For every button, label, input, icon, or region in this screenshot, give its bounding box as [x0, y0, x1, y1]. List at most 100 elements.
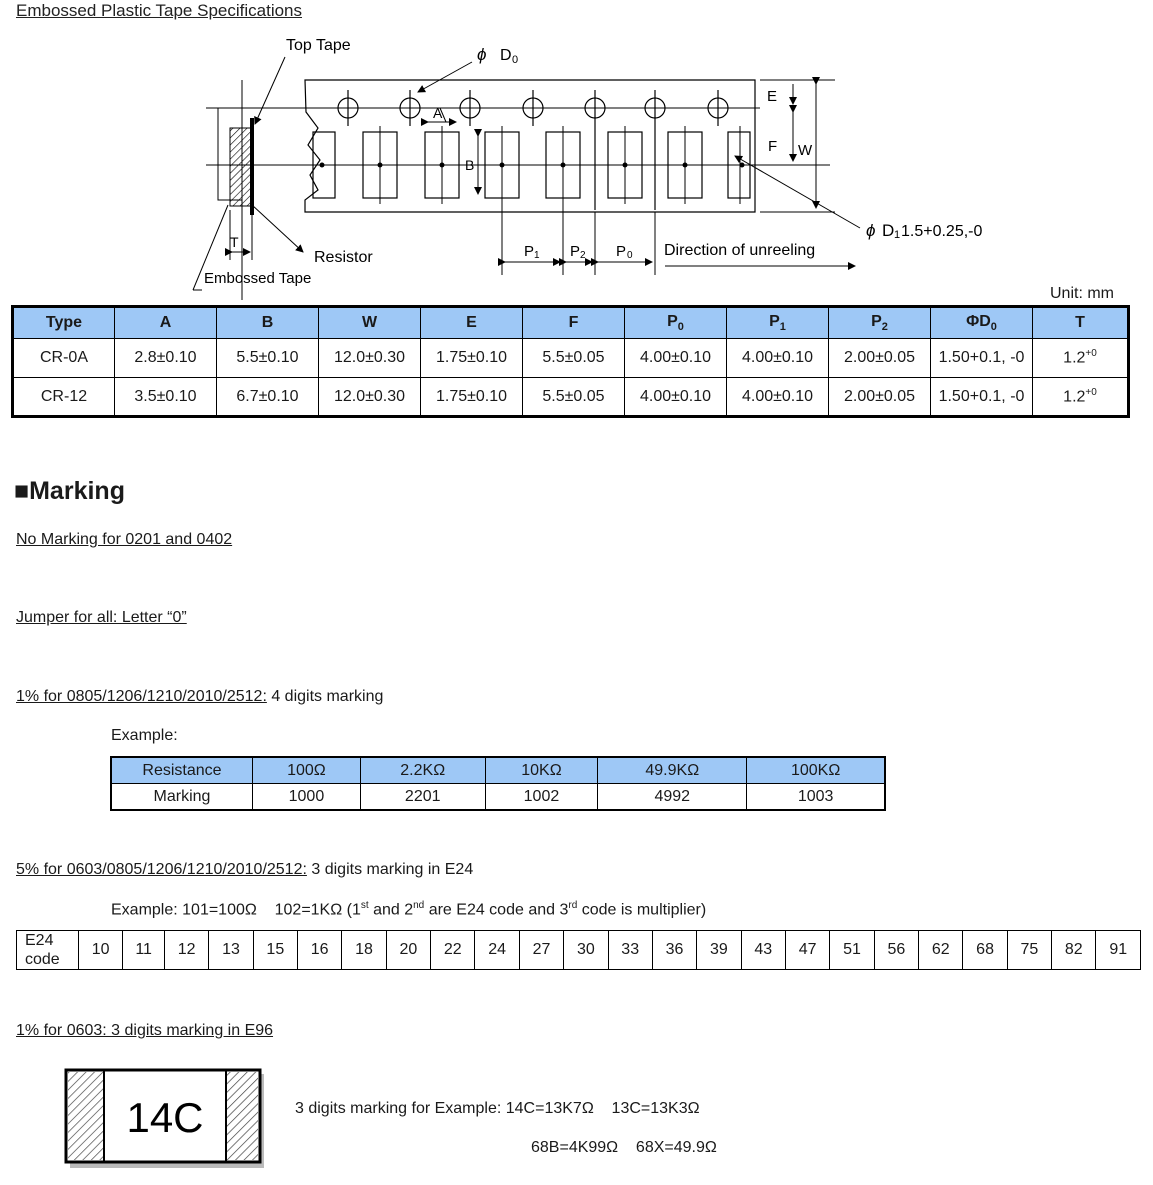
table-header-row: Type A B W E F P0 P1 P2 ΦD0 T	[12, 306, 1129, 339]
table-cell: 10	[77, 930, 124, 970]
table-cell: 4992	[597, 783, 748, 811]
table-cell: 4.00±0.10	[726, 338, 829, 378]
label-w: W	[798, 142, 813, 159]
label-p2: P	[570, 243, 580, 260]
table-cell: 68	[962, 930, 1008, 970]
table-cell: 13	[208, 930, 254, 970]
table-row: Marking 1000 2201 1002 4992 1003	[110, 783, 886, 811]
header-cell: F	[522, 306, 625, 339]
header-cell: P0	[624, 306, 727, 339]
chip-marking-illustration: 14C	[64, 1068, 264, 1168]
tape-side-view	[206, 80, 310, 300]
table-cell: 27	[518, 930, 565, 970]
e96-title: 1% for 0603: 3 digits marking in E96	[16, 1022, 274, 1039]
table-cell: 15	[252, 930, 299, 970]
five-percent-example: Example: 101=100Ω 102=1KΩ (1st and 2nd a…	[111, 900, 707, 919]
table-cell: 1.75±0.10	[420, 377, 523, 417]
example-label: Example:	[111, 727, 178, 744]
table-cell: 56	[873, 930, 920, 970]
table-cell: 2201	[359, 783, 486, 811]
table-cell: 1003	[746, 783, 886, 811]
table-cell: CR-12	[12, 377, 115, 417]
table-cell: Resistance	[110, 756, 253, 784]
header-cell: W	[318, 306, 421, 339]
e96-example-line2: 68B=4K99Ω 68X=49.9Ω	[531, 1139, 717, 1156]
table-cell: 18	[341, 930, 387, 970]
label-f: F	[768, 138, 777, 155]
one-percent-line: 1% for 0805/1206/1210/2010/2512: 4 digit…	[16, 688, 384, 705]
label-a: A	[433, 105, 443, 121]
table-cell: 1.75±0.10	[420, 338, 523, 378]
table-cell: 3.5±0.10	[114, 377, 217, 417]
tape-section-title: Embossed Plastic Tape Specifications	[16, 1, 303, 20]
label-t: T	[230, 234, 239, 250]
header-cell: ΦD0	[930, 306, 1033, 339]
square-bullet-icon: ■	[14, 477, 30, 505]
label-embossed-tape: Embossed Tape	[204, 270, 311, 287]
table-cell: 43	[740, 930, 786, 970]
chip-text: 14C	[126, 1094, 203, 1141]
table-cell: 11	[122, 930, 165, 970]
table-cell: 4.00±0.10	[726, 377, 829, 417]
header-cell: A	[114, 306, 217, 339]
label-b: B	[465, 157, 474, 173]
table-row: CR-0A 2.8±0.10 5.5±0.10 12.0±0.30 1.75±0…	[12, 338, 1129, 378]
table-cell: 5.5±0.05	[522, 377, 625, 417]
table-cell: 16	[296, 930, 343, 970]
table-cell: 82	[1051, 930, 1097, 970]
table-cell: 4.00±0.10	[624, 377, 727, 417]
label-direction: Direction of unreeling	[664, 242, 815, 259]
table-cell: 62	[918, 930, 964, 970]
table-cell: 12.0±0.30	[318, 338, 421, 378]
header-cell: B	[216, 306, 319, 339]
header-cell: P1	[726, 306, 829, 339]
table-cell: 36	[651, 930, 698, 970]
label-d1-sub: 1	[894, 229, 900, 241]
table-cell: 1000	[252, 783, 361, 811]
table-cell: 1.2+0	[1032, 377, 1129, 417]
table-cell: 1.50+0.1, -0	[930, 377, 1033, 417]
table-cell: 10KΩ	[484, 756, 599, 784]
table-cell: 51	[829, 930, 875, 970]
label-d1: D	[882, 221, 894, 240]
tape-spec-table: Type A B W E F P0 P1 P2 ΦD0 T CR-0A 2.8±…	[11, 305, 1130, 418]
table-cell: 6.7±0.10	[216, 377, 319, 417]
table-cell: 49.9KΩ	[597, 756, 748, 784]
label-d0: D	[500, 47, 512, 64]
header-cell: Type	[12, 306, 115, 339]
table-cell: 12	[163, 930, 210, 970]
label-phi-d0: ϕ	[477, 45, 486, 64]
table-cell: 1.2+0	[1032, 338, 1129, 378]
table-cell: 1.50+0.1, -0	[930, 338, 1033, 378]
label-e: E	[767, 88, 777, 105]
dimension-lines	[192, 56, 861, 291]
table-cell: 22	[430, 930, 476, 970]
label-d1-tolerance: 1.5+0.25,-0	[901, 223, 983, 240]
table-cell: 12.0±0.30	[318, 377, 421, 417]
table-cell: 100Ω	[252, 756, 361, 784]
table-cell: 5.5±0.10	[216, 338, 319, 378]
unit-label: Unit: mm	[1050, 285, 1114, 302]
table-cell: CR-0A	[12, 338, 115, 378]
table-cell: 33	[607, 930, 653, 970]
tape-diagram: Top Tape ϕ D 0 A B E F W ϕ D 1 1.5+0.25,…	[192, 37, 983, 300]
example-table: Resistance 100Ω 2.2KΩ 10KΩ 49.9KΩ 100KΩ …	[110, 756, 886, 811]
header-cell: E	[420, 306, 523, 339]
sprocket-holes	[337, 90, 729, 210]
label-d0-sub: 0	[512, 54, 518, 66]
e96-example-line1: 3 digits marking for Example: 14C=13K7Ω …	[295, 1100, 700, 1117]
table-cell: Marking	[110, 783, 253, 811]
five-percent-line: 5% for 0603/0805/1206/1210/2010/2512: 3 …	[16, 861, 474, 878]
table-cell: 4.00±0.10	[624, 338, 727, 378]
marking-heading: ■Marking	[14, 477, 125, 505]
jumper-note: Jumper for all: Letter “0”	[16, 609, 187, 626]
table-cell: 75	[1006, 930, 1053, 970]
table-cell: 2.2KΩ	[359, 756, 486, 784]
table-cell: 30	[563, 930, 609, 970]
table-cell: 100KΩ	[746, 756, 886, 784]
table-cell: 2.00±0.05	[828, 338, 931, 378]
table-cell: 24	[474, 930, 520, 970]
